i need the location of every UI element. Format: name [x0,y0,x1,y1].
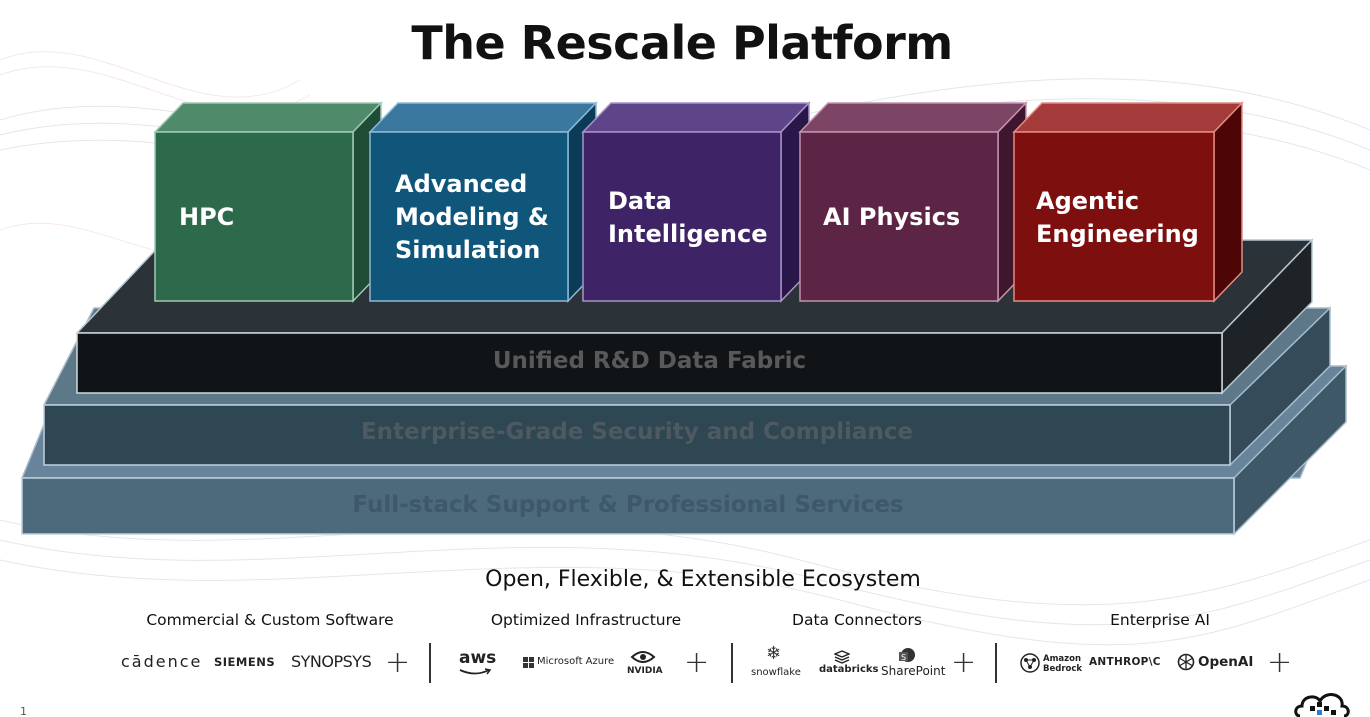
platform-stack-diagram [20,101,1348,536]
logo-anthropic: ANTHROP\C [1089,656,1161,668]
logo-siemens: SIEMENS [214,655,276,669]
more-infrastructure-icon: + [684,645,710,680]
group-title-infrastructure: Optimized Infrastructure [490,611,682,629]
sharepoint-icon: S [899,648,915,662]
layer-data-fabric-front [76,332,1223,394]
layer-security-front [43,404,1231,466]
logo-nvidia: NVIDIA [627,666,663,676]
cube-label-modeling-simulation: Advanced Modeling & Simulation [395,170,549,264]
cube-data-intelligence [581,101,811,303]
divider-2 [731,643,733,683]
logo-synopsys: SYNOPSYS [291,652,372,671]
ecosystem-title: Open, Flexible, & Extensible Ecosystem [485,567,921,592]
group-title-enterprise-ai: Enterprise AI [1110,611,1210,629]
layer-label-data-fabric: Unified R&D Data Fabric [492,348,807,374]
group-title-software: Commercial & Custom Software [146,611,394,629]
azure-windows-icon [523,657,534,668]
logo-cadence: cādence [121,652,203,671]
cube-agentic-engineering [1012,101,1244,303]
logo-aws: aws [459,648,497,668]
snowflake-icon: ❄ [766,643,782,664]
openai-icon [1177,653,1195,671]
cube-label-agentic-engineering: Agentic Engineering [1036,187,1199,248]
nvidia-eye-icon [630,651,656,663]
group-title-data-connectors: Data Connectors [792,611,922,629]
rescale-cloud-logo-icon [1294,693,1350,717]
aws-smile-icon [459,668,492,675]
svg-text:S: S [901,653,906,662]
cube-label-ai-physics: AI Physics [823,203,961,231]
more-software-icon: + [385,645,411,680]
amazon-bedrock-icon [1020,653,1040,673]
logo-sharepoint: SharePoint [881,664,946,678]
page-title: The Rescale Platform [411,16,953,70]
more-enterprise-ai-icon: + [1267,645,1293,680]
layer-label-security: Enterprise-Grade Security and Compliance [360,419,914,445]
divider-3 [995,643,997,683]
divider-1 [429,643,431,683]
logo-amazon-bedrock: Amazon Bedrock [1043,654,1083,674]
layer-label-support: Full-stack Support & Professional Servic… [352,492,904,518]
logo-microsoft-azure: Microsoft Azure [537,656,615,667]
more-data-connectors-icon: + [951,645,977,680]
cube-label-data-intelligence: Data Intelligence [608,187,768,248]
cube-label-hpc: HPC [179,203,235,231]
layer-support-front [21,477,1235,535]
page-number: 1 [20,705,27,717]
logo-databricks: databricks [819,664,879,675]
logo-openai: OpenAI [1198,654,1254,670]
logo-snowflake: snowflake [751,667,801,678]
cube-hpc [153,101,383,303]
databricks-icon [834,650,850,664]
